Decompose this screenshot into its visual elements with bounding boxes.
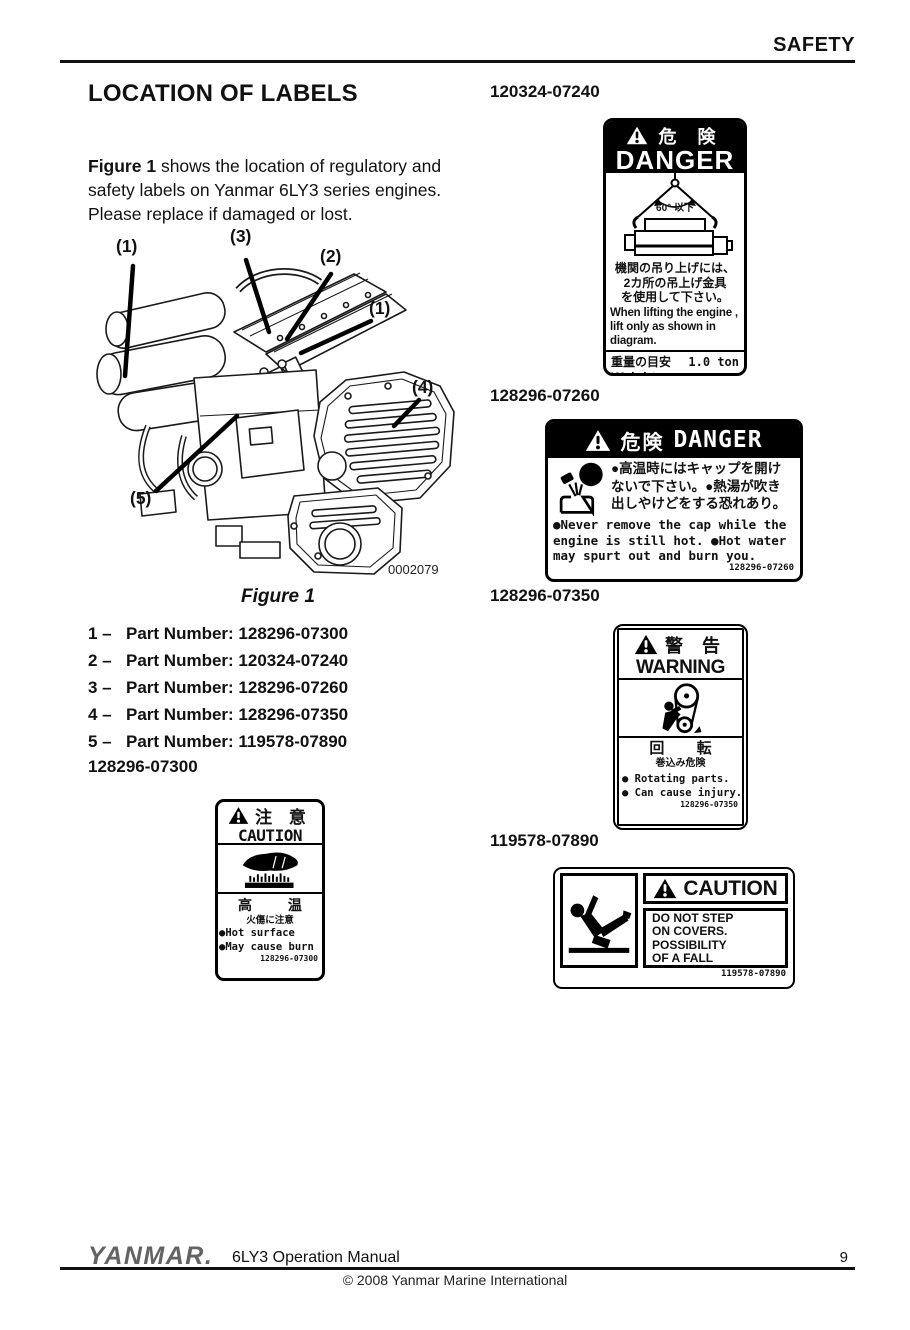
callout-1-left: (1) bbox=[116, 236, 138, 256]
callout-1-right: (1) bbox=[369, 298, 391, 318]
heading-120324-07240: 120324-07240 bbox=[490, 82, 600, 101]
cap-jp-line: ●高温時にはキャップを開け bbox=[611, 461, 782, 476]
figure-image-code: 0002079 bbox=[388, 562, 439, 577]
danger-en-title: DANGER bbox=[673, 427, 763, 453]
cap-en-line: ●Never remove the cap while the bbox=[553, 517, 787, 532]
danger-label-header: 危 険 DANGER bbox=[606, 121, 744, 173]
caution-en-title: CAUTION bbox=[683, 876, 778, 900]
warning-triangle-icon bbox=[228, 806, 249, 824]
hot-surface-line: ●Hot surface bbox=[219, 927, 295, 939]
page-title: LOCATION OF LABELS bbox=[88, 80, 358, 107]
rotating-parts-icon bbox=[619, 680, 742, 738]
warning-triangle-icon bbox=[634, 634, 658, 655]
callout-2: (2) bbox=[320, 246, 342, 266]
fall-part-no: 119578-07890 bbox=[720, 969, 786, 979]
lifting-jp-line: を使用して下さい。 bbox=[621, 290, 729, 304]
lifting-jp-line: 2カ所の吊上げ金具 bbox=[623, 275, 727, 290]
heading-128296-07350: 128296-07350 bbox=[490, 586, 600, 605]
caution-fall-label: CAUTION DO NOT STEP ON COVERS. POSSIBILI… bbox=[553, 867, 795, 989]
engine-drawing bbox=[96, 257, 455, 575]
rotating-part-no: 128296-07350 bbox=[680, 800, 738, 809]
weight-en-label: Weight bbox=[611, 370, 656, 374]
warning-triangle-icon bbox=[627, 126, 648, 145]
danger-radiator-cap-label: 危険 DANGER ●高温時にはキャップを開け ないで下さい。●熱湯が吹き 出し… bbox=[545, 419, 803, 582]
weight-value: 1.0 ton bbox=[688, 354, 739, 369]
lifting-jp-line: 機関の吊り上げには、 bbox=[614, 261, 735, 275]
lifting-part-no: 120324-07240 bbox=[660, 372, 739, 374]
manual-title: 6LY3 Operation Manual bbox=[232, 1249, 400, 1266]
warning-triangle-icon bbox=[586, 429, 611, 451]
rotating-line: ● Rotating parts. bbox=[622, 773, 730, 785]
hot-surface-icon bbox=[218, 845, 322, 894]
part-list-item: 1 –Part Number: 128296-07300 bbox=[88, 624, 349, 643]
fall-line: DO NOT STEP bbox=[652, 911, 734, 926]
heading-128296-07260: 128296-07260 bbox=[490, 386, 600, 405]
hot-surface-jp-sub: 火傷に注意 bbox=[246, 915, 294, 926]
lifting-diagram: 60° 以下 bbox=[606, 173, 744, 261]
lifting-en-line: diagram. bbox=[610, 334, 657, 347]
figure-1: (1) (3) (2) (1) (4) (5) 0002079 bbox=[88, 226, 468, 588]
weight-jp-label: 重量の目安 bbox=[611, 354, 672, 369]
warning-triangle-icon bbox=[654, 878, 677, 899]
hot-water-cap-icon bbox=[559, 462, 603, 516]
rotating-jp-main: 回 転 bbox=[649, 740, 726, 757]
lifting-angle-note: 60° 以下 bbox=[656, 203, 694, 214]
caution-en-title: CAUTION bbox=[238, 826, 302, 845]
part-number-list: 1 –Part Number: 128296-07300 2 –Part Num… bbox=[88, 624, 348, 759]
lifting-en-line: When lifting the engine , bbox=[610, 306, 738, 319]
warning-jp-title: 警 告 bbox=[664, 635, 727, 656]
warning-rotating-parts-label: 警 告 WARNING 回 転 bbox=[613, 624, 748, 830]
warning-en-title: WARNING bbox=[635, 657, 726, 678]
hot-surface-jp-main: 高 温 bbox=[238, 897, 318, 913]
caution-hot-surface-label: 注 意 CAUTION 高 温 火傷に注意 bbox=[215, 799, 325, 981]
fall-line: OF A FALL bbox=[652, 950, 714, 965]
hot-surface-part-no: 128296-07300 bbox=[260, 954, 318, 963]
lifting-en-line: lift only as shown in bbox=[610, 320, 716, 333]
heading-128296-07300: 128296-07300 bbox=[88, 757, 198, 776]
intro-lead: Figure 1 bbox=[88, 155, 157, 176]
fall-line: POSSIBILITY bbox=[652, 937, 727, 952]
danger-jp-title: 危 険 bbox=[658, 126, 724, 147]
caution-label-header: CAUTION bbox=[643, 873, 788, 905]
callout-3: (3) bbox=[230, 226, 252, 246]
part-list-item: 4 –Part Number: 128296-07350 bbox=[88, 705, 349, 724]
cap-en-line: may spurt out and burn you. bbox=[553, 548, 757, 563]
part-list-item: 3 –Part Number: 128296-07260 bbox=[88, 678, 349, 697]
callout-5: (5) bbox=[130, 488, 152, 508]
fall-line: ON COVERS. bbox=[652, 924, 728, 939]
callout-4: (4) bbox=[412, 377, 434, 397]
cap-part-no: 128296-07260 bbox=[728, 562, 794, 573]
cap-jp-line: ないで下さい。●熱湯が吹き bbox=[611, 478, 781, 494]
rotating-jp-sub: 巻込み危険 bbox=[655, 758, 706, 769]
rotating-line: ● Can cause injury. bbox=[622, 787, 743, 799]
warning-label-header: 警 告 WARNING bbox=[619, 630, 742, 680]
copyright: © 2008 Yanmar Marine International bbox=[342, 1272, 568, 1288]
caution-jp-title: 注 意 bbox=[255, 807, 312, 827]
falling-person-icon bbox=[560, 873, 638, 968]
danger-lifting-label: 危 険 DANGER bbox=[603, 118, 747, 376]
page-number: 9 bbox=[839, 1249, 848, 1266]
yanmar-logo: YANMAR. bbox=[88, 1242, 214, 1270]
danger-label-header: 危険 DANGER bbox=[548, 422, 800, 458]
part-list-item: 2 –Part Number: 120324-07240 bbox=[88, 651, 349, 670]
part-list-item: 5 –Part Number: 119578-07890 bbox=[88, 732, 348, 751]
cap-en-line: engine is still hot. ●Hot water bbox=[553, 532, 787, 548]
header-rule bbox=[60, 60, 855, 63]
heading-119578-07890: 119578-07890 bbox=[490, 831, 599, 850]
lifting-weight-block: 重量の目安 1.0 ton Weight 120324-07240 bbox=[606, 349, 744, 374]
cap-jp-line: 出しやけどをする恐れあり。 bbox=[611, 496, 787, 511]
danger-jp-title: 危険 bbox=[620, 431, 665, 454]
footer-rule bbox=[60, 1267, 855, 1270]
danger-en-title: DANGER bbox=[615, 145, 735, 175]
figure-caption: Figure 1 bbox=[241, 586, 315, 607]
section-header: SAFETY bbox=[773, 34, 855, 56]
hot-surface-line: ●May cause burn bbox=[219, 940, 314, 953]
intro-paragraph: Figure 1 shows the location of regulator… bbox=[88, 154, 472, 226]
caution-label-header: 注 意 CAUTION bbox=[218, 802, 322, 845]
intro-text: shows the location of regulatory and saf… bbox=[88, 155, 442, 224]
